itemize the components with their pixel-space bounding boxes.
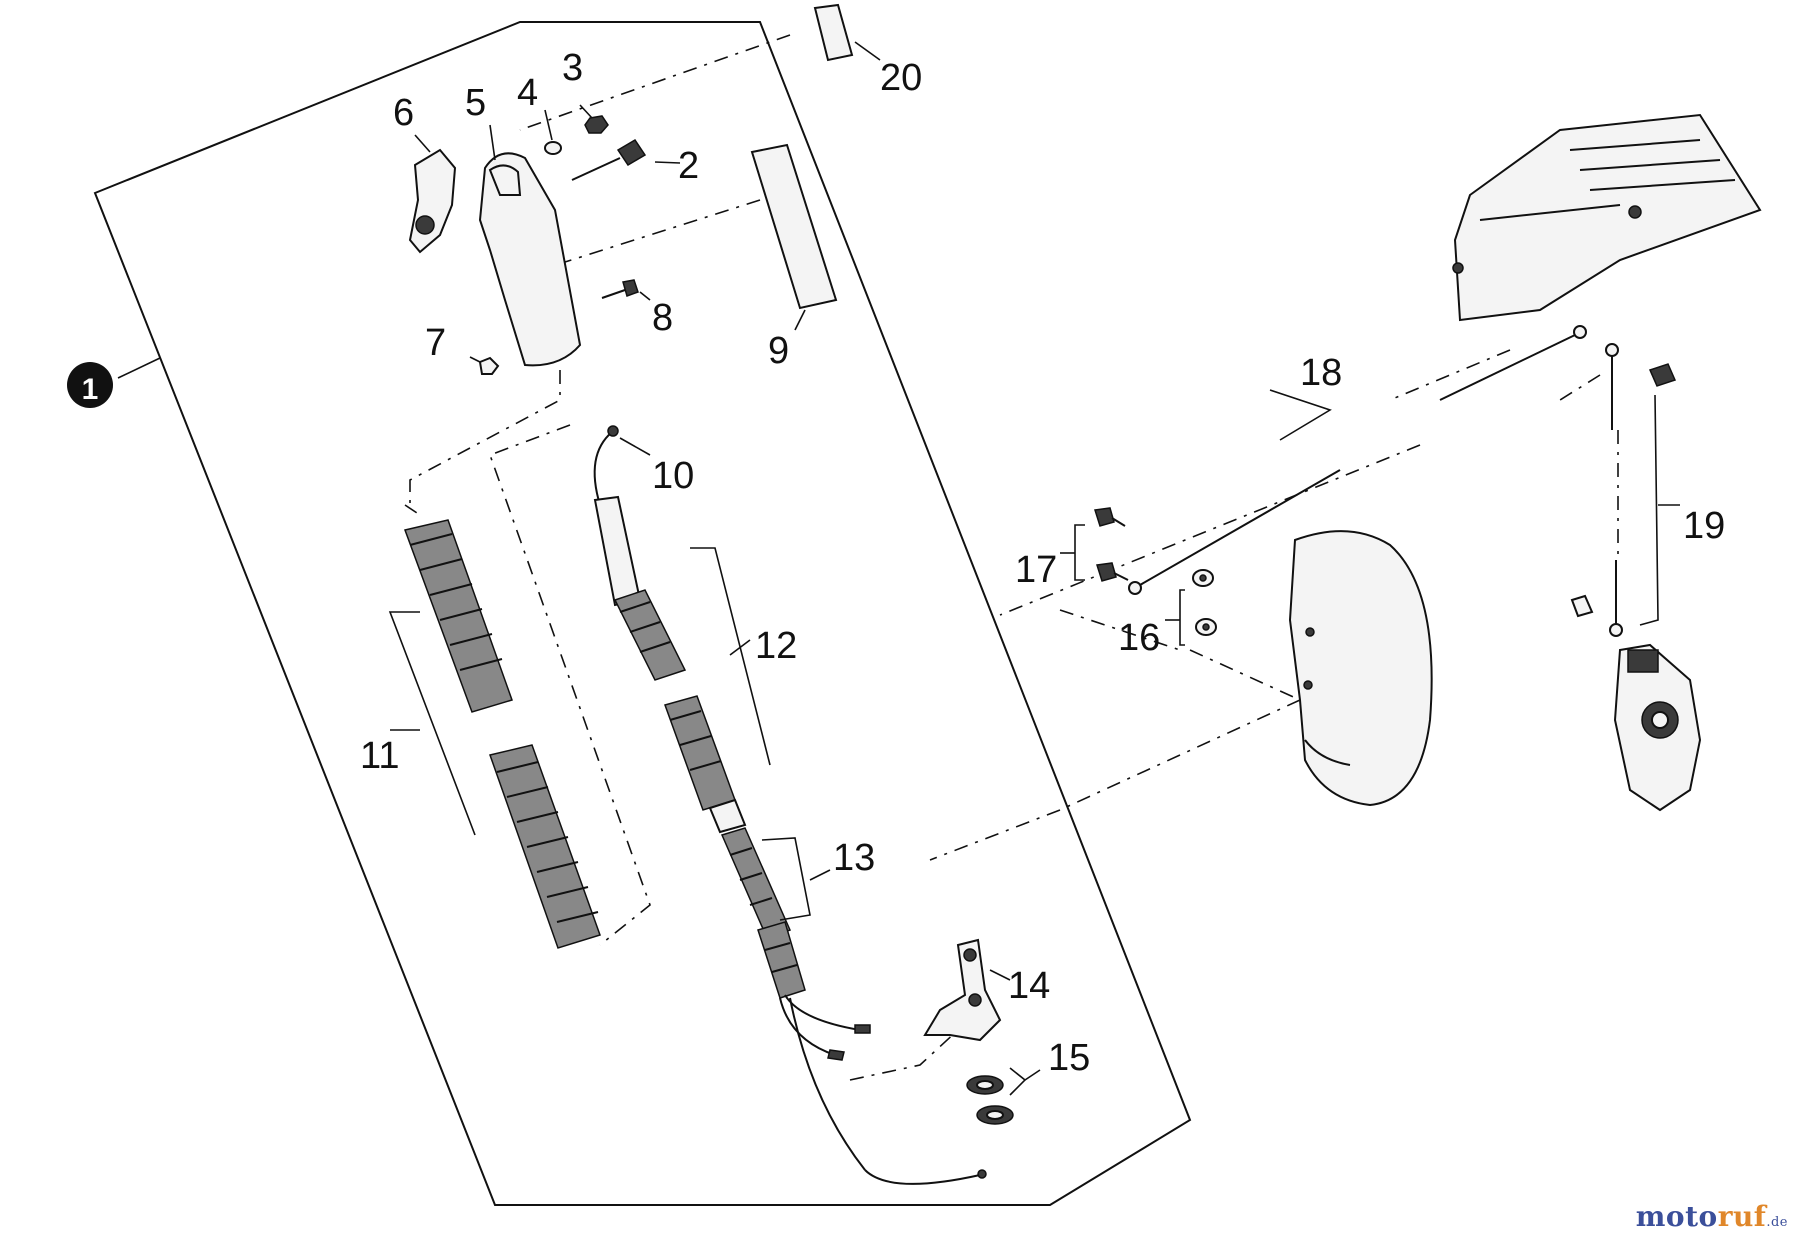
part-15-lock-nuts: [966, 1075, 1014, 1125]
carburetor: [1613, 643, 1702, 812]
callout-14: 14: [1008, 965, 1050, 1007]
callout-4: 4: [517, 72, 538, 114]
part-12-corrugated-tube-upper: [613, 589, 687, 681]
guide-lines: [404, 34, 1619, 1081]
ignition-wires: [779, 994, 987, 1185]
part-11-corrugated-tube-upper: [404, 519, 513, 713]
callout-16: 16: [1118, 617, 1160, 659]
callout-15: 15: [1048, 1037, 1090, 1079]
assembly-frame: [93, 21, 1192, 1206]
callout-2: 2: [678, 145, 699, 187]
part-12-corrugated-tube-lower: [664, 695, 747, 834]
callout-20: 19: [1683, 505, 1725, 547]
rear-guard-plate: [1288, 530, 1433, 807]
callout-leaders: [388, 41, 1680, 1096]
part-14-bracket: [923, 938, 1002, 1042]
watermark-brand-b: ruf: [1717, 1200, 1767, 1233]
part-13-coupling-tube: [720, 827, 806, 999]
part-3-nut: [584, 115, 609, 134]
callout-13: 13: [833, 837, 875, 879]
watermark-brand-a: moto: [1635, 1200, 1718, 1233]
watermark-logo: motoruf.de: [1636, 1200, 1788, 1233]
callout-17: 17: [1015, 549, 1057, 591]
part-6-trigger-lock: [408, 148, 457, 254]
part-8-screw: [601, 279, 639, 299]
part-18-rod: [1128, 325, 1587, 595]
part-9-grip-sleeve: [750, 143, 838, 310]
part-19-end-cap: [813, 3, 854, 62]
callout-10: 10: [652, 455, 694, 497]
part-7-nut: [478, 356, 500, 375]
engine-cover: [1452, 113, 1762, 322]
part-16-washers: [1192, 569, 1217, 636]
callout-3: 3: [562, 47, 583, 89]
assembly-marker-label: 1: [82, 373, 99, 406]
watermark-tld: .de: [1766, 1215, 1788, 1230]
callout-labels: 20 3 4 5 6 2 8 7 9 10 12 11 13 14 15 17 …: [360, 47, 1725, 1079]
part-17-screws: [1094, 507, 1129, 582]
part-5-throttle-handle: [478, 152, 582, 367]
part-4-washer: [544, 141, 562, 155]
callout-12: 12: [755, 625, 797, 667]
callout-5: 5: [465, 82, 486, 124]
callout-19: 20: [880, 57, 922, 99]
part-20-rod: [1570, 343, 1677, 637]
assembly-marker: 1: [67, 357, 161, 408]
callout-8: 8: [652, 297, 673, 339]
part-10-throttle-cable: [593, 425, 642, 607]
callout-18: 18: [1300, 352, 1342, 394]
callout-7: 7: [425, 322, 446, 364]
callout-6: 6: [393, 92, 414, 134]
callout-9: 9: [768, 330, 789, 372]
part-11-corrugated-tube-lower: [489, 744, 601, 949]
callout-11: 11: [360, 735, 399, 777]
part-2-adjust-screw: [571, 138, 647, 181]
